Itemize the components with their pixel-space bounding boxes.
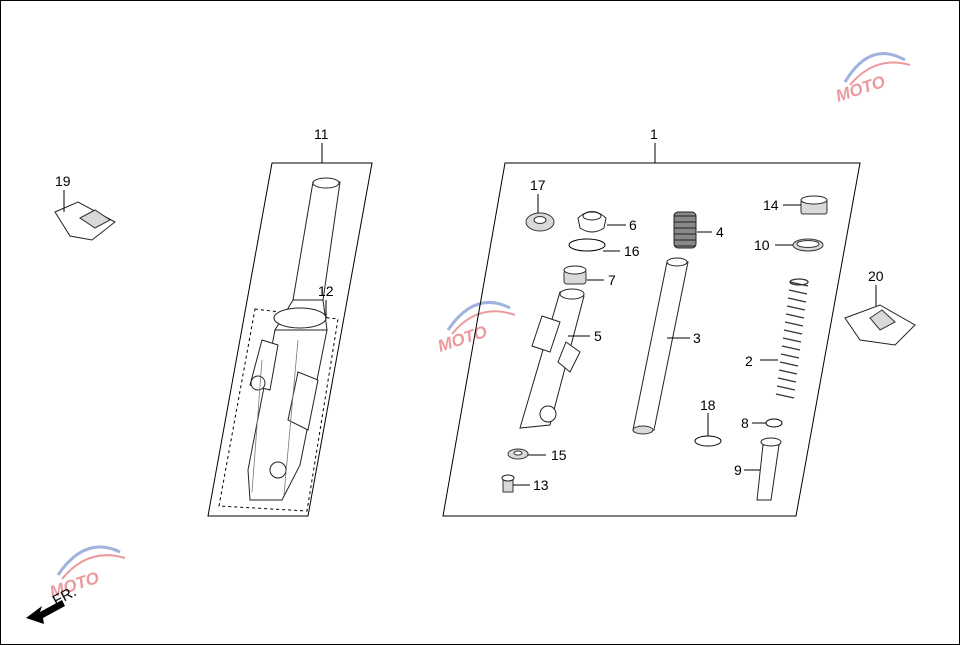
- watermark-logo-top-right: MOTO: [833, 52, 911, 106]
- front-direction-arrow-icon: [26, 600, 65, 624]
- callout-1: 1: [650, 126, 658, 142]
- callout-14: 14: [763, 197, 779, 213]
- callout-6: 6: [629, 217, 637, 233]
- dust-seal-part: [577, 211, 607, 233]
- washer-hole: [513, 450, 523, 456]
- leader-lines: [63, 143, 877, 486]
- callout-16: 16: [624, 243, 640, 259]
- short-spring-part: [673, 211, 697, 249]
- inner-tube-part: [632, 257, 689, 435]
- bracket-part-20: [844, 304, 916, 346]
- callout-8: 8: [741, 415, 749, 431]
- callout-19: 19: [55, 173, 71, 189]
- clip-ring-part: [694, 435, 722, 447]
- callout-12: 12: [318, 283, 334, 299]
- callout-9: 9: [734, 462, 742, 478]
- circlip-part: [568, 238, 606, 252]
- watermark-logo-middle: MOTO: [435, 300, 516, 356]
- long-spring-part: [775, 278, 809, 399]
- callout-3: 3: [693, 330, 701, 346]
- callout-10: 10: [754, 237, 770, 253]
- bracket-part-19: [54, 201, 116, 241]
- bolt-part: [501, 474, 515, 493]
- fork-leg-assembled: [247, 177, 341, 501]
- callout-11: 11: [314, 126, 329, 142]
- assembly-outline-left: [207, 162, 373, 517]
- callout-18: 18: [700, 397, 716, 413]
- callout-2: 2: [745, 353, 753, 369]
- callout-13: 13: [533, 477, 549, 493]
- callout-17: 17: [530, 177, 546, 193]
- outer-tube-part: [519, 288, 585, 429]
- callout-20: 20: [868, 268, 884, 284]
- callout-15: 15: [551, 447, 567, 463]
- svg-text:MOTO: MOTO: [833, 72, 887, 106]
- callout-4: 4: [716, 224, 724, 240]
- damper-rod-part: [756, 437, 782, 501]
- svg-text:MOTO: MOTO: [435, 322, 489, 356]
- oil-seal-part: [525, 212, 555, 232]
- cap-part: [800, 195, 828, 215]
- o-ring-hole: [796, 240, 820, 248]
- small-o-ring-part: [765, 418, 783, 428]
- callout-7: 7: [608, 272, 616, 288]
- assembly-outline-right: [442, 162, 861, 517]
- bushing-part: [563, 265, 587, 285]
- callout-5: 5: [594, 328, 602, 344]
